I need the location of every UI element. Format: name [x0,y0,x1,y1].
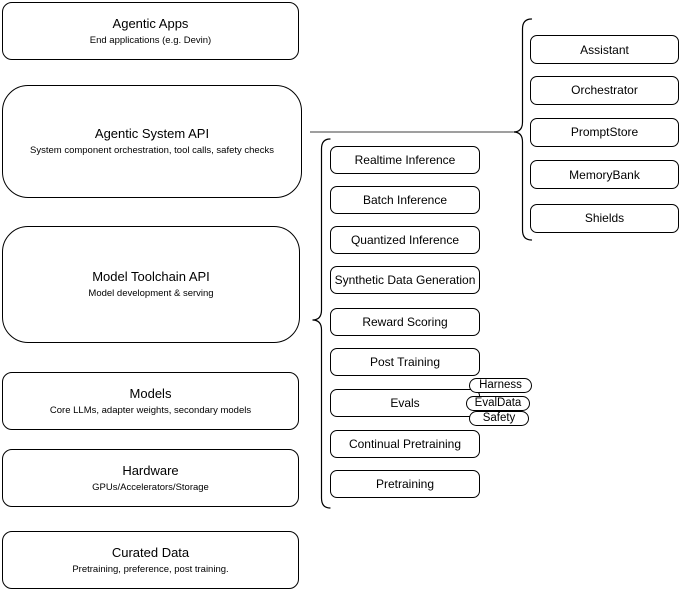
node-agentic-apps: Agentic Apps End applications (e.g. Devi… [2,2,299,60]
node-orchestrator: Orchestrator [530,75,679,105]
node-quantized-inference: Quantized Inference [330,225,480,254]
node-subtitle: End applications (e.g. Devin) [89,34,212,46]
node-title: Model Toolchain API [92,269,210,284]
node-continual-pretraining: Continual Pretraining [330,430,480,458]
node-title: Agentic System API [94,126,210,141]
node-batch-inference: Batch Inference [330,185,480,214]
node-model-toolchain-api: Model Toolchain API Model development & … [2,226,300,343]
node-hardware: Hardware GPUs/Accelerators/Storage [2,449,299,507]
node-subtitle: GPUs/Accelerators/Storage [92,481,209,493]
node-memorybank: MemoryBank [530,160,679,189]
tag-harness: Harness [469,378,532,393]
tag-evaldata: EvalData [466,396,530,411]
system-components-brace [513,18,533,241]
tag-safety: Safety [469,411,529,426]
node-subtitle: System component orchestration, tool cal… [30,145,274,156]
node-evals: Evals [330,388,480,417]
node-models: Models Core LLMs, adapter weights, secon… [2,372,299,430]
node-assistant: Assistant [530,35,679,64]
node-subtitle: Model development & serving [88,288,214,299]
node-curated-data: Curated Data Pretraining, preference, po… [2,531,299,589]
node-reward-scoring: Reward Scoring [330,308,480,336]
node-title: Curated Data [111,544,190,560]
node-subtitle: Core LLMs, adapter weights, secondary mo… [49,404,252,416]
toolchain-brace [312,138,331,509]
node-title: Models [129,385,172,401]
node-shields: Shields [530,203,679,233]
node-title: Hardware [122,462,179,478]
node-pretraining: Pretraining [330,470,480,498]
node-title: Agentic Apps [112,15,189,31]
node-subtitle: Pretraining, preference, post training. [72,563,229,575]
node-agentic-system-api: Agentic System API System component orch… [2,85,302,198]
node-post-training: Post Training [330,348,480,376]
node-realtime-inference: Realtime Inference [330,145,480,174]
node-synthetic-data-generation: Synthetic Data Generation [330,265,480,294]
node-promptstore: PromptStore [530,117,679,147]
